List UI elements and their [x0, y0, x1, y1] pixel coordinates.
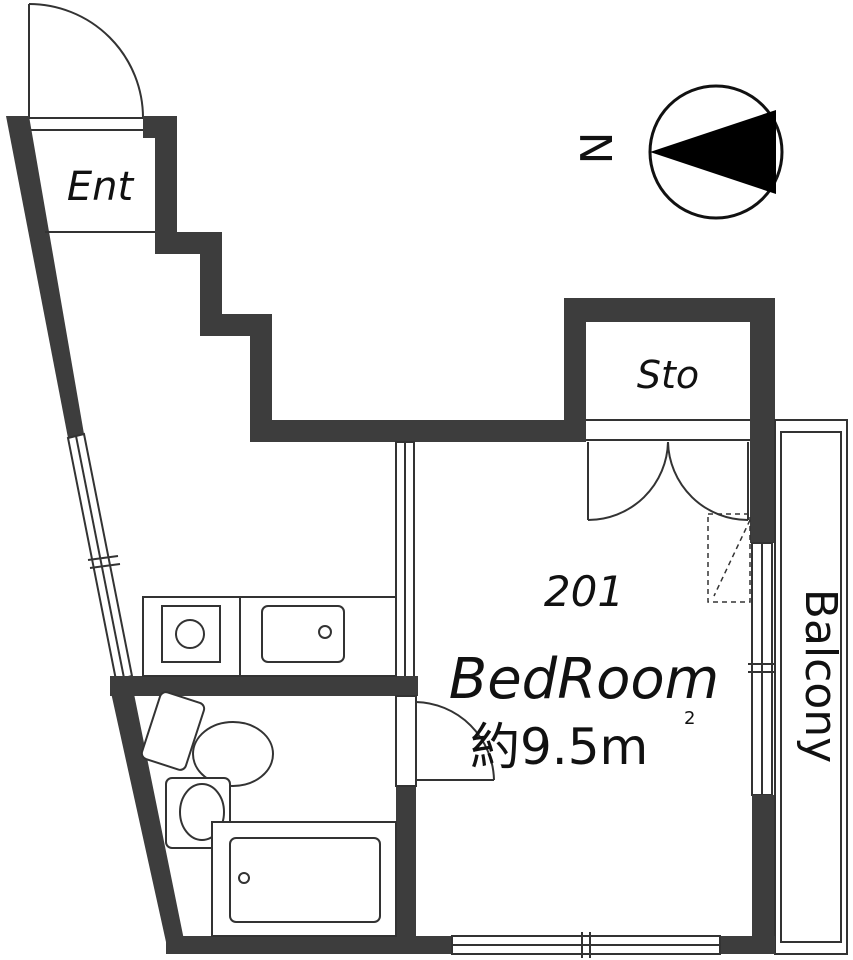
east-wall-lower — [752, 795, 775, 945]
balcony-outline — [774, 419, 848, 955]
balcony-inner — [780, 431, 842, 943]
stove-burner-box — [161, 605, 221, 663]
label-area: 約9.5m — [470, 718, 648, 776]
west-wall-upper — [6, 116, 84, 438]
south-wall-left — [166, 936, 452, 954]
kitchen-counter — [142, 596, 397, 677]
east-window — [748, 542, 776, 796]
compass-arrow-icon — [650, 110, 776, 194]
north-compass: N — [572, 84, 784, 220]
storage-double-door — [587, 441, 749, 521]
south-window — [451, 932, 721, 958]
sink-basin — [261, 605, 345, 663]
bathroom-door — [395, 695, 495, 787]
label-entrance: Ent — [67, 164, 135, 210]
bath-north-wall — [110, 676, 418, 696]
storage-east-wall — [750, 298, 775, 543]
label-balcony: Balcony — [795, 589, 846, 763]
label-bedroom: BedRoom — [449, 647, 719, 712]
south-wall-right — [720, 936, 775, 954]
west-wall-lower — [110, 684, 184, 942]
compass-north-letter: N — [572, 132, 623, 165]
entrance-door — [28, 3, 144, 131]
west-window — [66, 432, 134, 682]
bath-east-wall — [396, 786, 416, 938]
loft-ladder — [707, 513, 751, 603]
toilet-icon — [140, 691, 274, 787]
bathtub-icon — [211, 821, 397, 937]
kitchen-partition — [395, 441, 415, 679]
label-area-superscript: 2 — [684, 708, 695, 729]
stove-burner-icon — [175, 619, 205, 649]
sink-drain-icon — [318, 625, 332, 639]
label-storage: Sto — [637, 353, 699, 397]
label-unit-number: 201 — [544, 567, 624, 616]
